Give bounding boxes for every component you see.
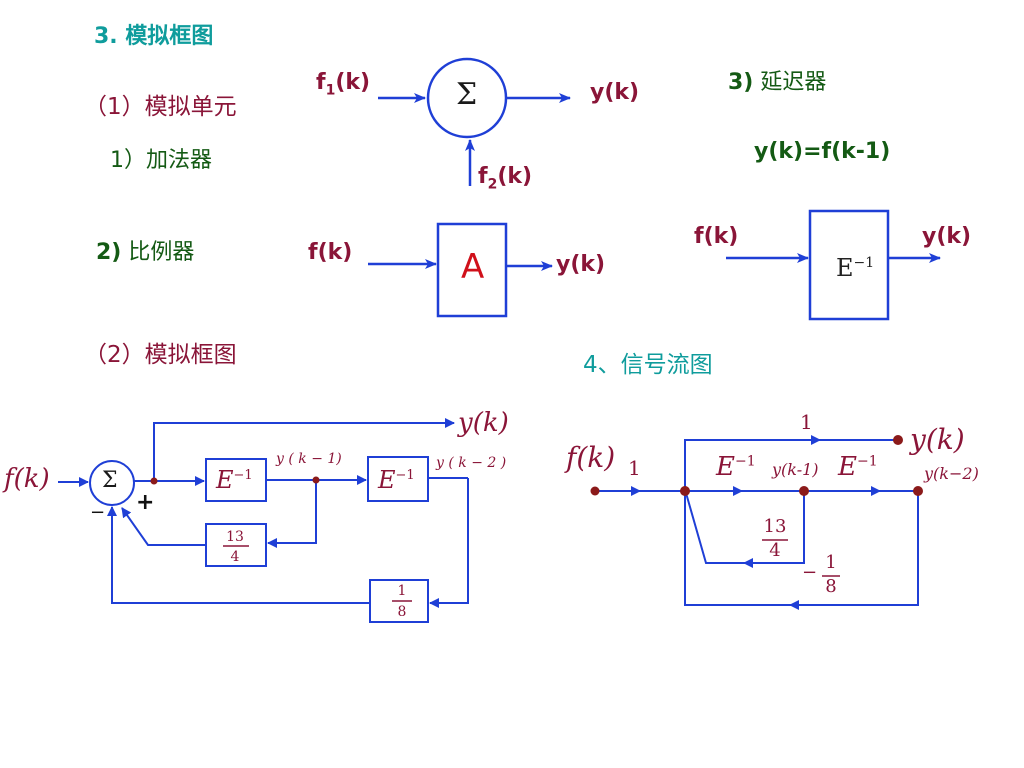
bd-delay2-symbol: E−1: [378, 466, 415, 494]
delay-equation: y(k)=f(k-1): [754, 139, 891, 164]
fg-input-gain: 1: [628, 456, 641, 480]
adder-label: 1）加法器: [110, 148, 212, 173]
bd-delay2-box: [367, 456, 429, 502]
bd-gain2-box: [369, 579, 429, 623]
delay-operator-symbol: E−1: [836, 254, 875, 282]
section-simulation-diagram: （2）模拟框图: [84, 342, 237, 368]
fg-input-label: f(k): [566, 441, 616, 474]
fg-output-node: [893, 435, 903, 445]
bd-signal-y-k-1: y ( k − 1): [276, 451, 342, 467]
fg-node-y-k-2: y(k−2): [924, 464, 979, 483]
bd-gain2-numerator: 1: [397, 583, 407, 599]
bd-minus-sign: −: [90, 502, 106, 523]
section-signal-flow-graph: 4、信号流图: [583, 352, 713, 378]
fg-delay2-symbol: E−1: [838, 452, 878, 482]
adder-sigma-symbol: Σ: [456, 77, 478, 112]
adder-circle: [426, 57, 508, 139]
fg-node-y-k-1: y(k-1): [772, 460, 819, 479]
fg-gain1-numerator: 13: [763, 516, 787, 537]
bd-delay1-box: [205, 458, 267, 502]
bd-gain1-numerator: 13: [226, 529, 244, 545]
fg-node-2: [913, 486, 923, 496]
bd-sum-circle: [89, 460, 135, 506]
fg-node-1: [799, 486, 809, 496]
bd-gain1-box: [205, 523, 267, 567]
fg-gain2-denominator: 8: [825, 576, 837, 597]
scaler-output-label: y(k): [556, 252, 606, 277]
section-simulation-units: （1）模拟单元: [84, 94, 237, 120]
bd-input-label: f(k): [4, 464, 50, 494]
page-title: 3. 模拟框图: [94, 24, 214, 49]
delay-input-label: f(k): [694, 224, 739, 249]
bd-branch-node-y-k-1: [312, 476, 320, 484]
delay-box: [808, 209, 890, 321]
scaler-input-label: f(k): [308, 240, 353, 265]
bd-delay1-symbol: E−1: [216, 466, 253, 494]
bd-output-label: y(k): [458, 408, 509, 438]
adder-unit: [378, 57, 571, 186]
delay-unit: [726, 209, 941, 321]
bd-sum-symbol: Σ: [102, 468, 118, 493]
bd-gain1-denominator: 4: [230, 549, 240, 565]
fg-gain2-numerator: 1: [825, 552, 837, 573]
fg-gain1-denominator: 4: [769, 540, 781, 561]
signal-flow-graph: [595, 435, 919, 610]
fg-output-label: y(k): [910, 423, 965, 456]
adder-input1-label: f1(k): [316, 70, 371, 99]
fg-input-node: [590, 486, 600, 496]
fg-sum-node: [680, 486, 690, 496]
bd-gain2-denominator: 8: [397, 604, 407, 620]
scaler-box: [436, 222, 508, 318]
bd-plus-sign: +: [136, 490, 155, 515]
delay-label: 3) 延迟器: [728, 70, 827, 95]
adder-input2-label: f2(k): [478, 164, 533, 193]
scaler-unit: [368, 222, 553, 318]
fg-gain2-sign: −: [802, 562, 818, 583]
fg-delay1-symbol: E−1: [716, 452, 756, 482]
adder-output-label: y(k): [590, 80, 640, 105]
scaler-label: 2) 比例器: [96, 240, 195, 265]
fg-top-gain: 1: [800, 410, 813, 434]
scaler-gain-symbol: A: [461, 247, 485, 287]
bd-signal-y-k-2: y ( k − 2 ): [436, 455, 507, 471]
block-diagram: [58, 418, 469, 623]
bd-branch-node-output: [150, 477, 158, 485]
delay-output-label: y(k): [922, 224, 972, 249]
